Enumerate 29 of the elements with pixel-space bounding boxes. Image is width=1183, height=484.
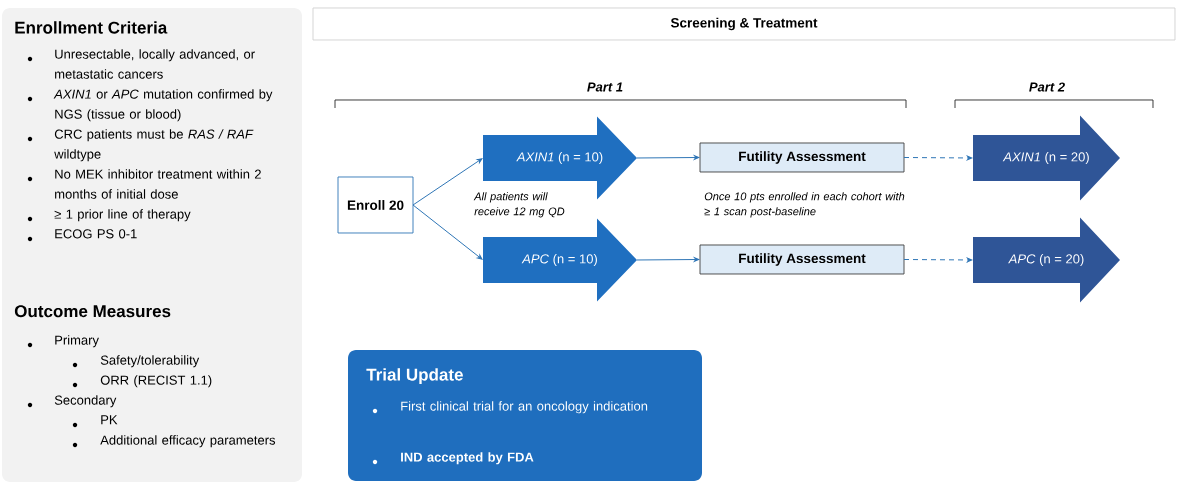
arrow bbox=[903, 155, 973, 161]
header-box: Screening & Treatment bbox=[312, 7, 1176, 41]
bullet-item: ≥ 1 prior line of therapy bbox=[27, 209, 191, 222]
bullet-item: First clinical trial for an oncology indication bbox=[372, 401, 648, 414]
bullet-item: Primary bbox=[27, 335, 99, 348]
note: Once 10 pts enrolled in each cohort with ≥ 1 scan post-baseline bbox=[704, 192, 905, 218]
arrow bbox=[412, 158, 483, 206]
bullet-item: ECOG PS 0-1 bbox=[27, 229, 137, 242]
part-label: Part 2 bbox=[1029, 82, 1065, 92]
bullet-item: CRC patients must be RAS / RAF wildtype bbox=[27, 129, 254, 162]
bullet-item: IND accepted by FDA bbox=[372, 452, 534, 465]
bullet-item: Safety/tolerability bbox=[72, 355, 200, 368]
bullet-item: Secondary bbox=[27, 395, 117, 408]
process-box: Futility Assessment bbox=[699, 244, 905, 275]
bullet-item: PK bbox=[72, 415, 118, 428]
heading: Enrollment Criteria bbox=[15, 21, 168, 34]
heading: Trial Update bbox=[366, 368, 463, 385]
arrow bbox=[636, 155, 700, 160]
bullet-item: ORR (RECIST 1.1) bbox=[72, 375, 212, 388]
bullet-item: No MEK inhibitor treatment within 2 months of initial dose bbox=[27, 169, 261, 199]
process-box: Enroll 20 bbox=[337, 176, 414, 234]
bullet-item: Additional efficacy parameters bbox=[72, 435, 276, 448]
arrow bbox=[903, 257, 973, 263]
process-box: Futility Assessment bbox=[699, 142, 905, 173]
bullet-item: AXIN1 or APC mutation confirmed by NGS (tissue or blood) bbox=[27, 89, 273, 122]
part-label: Part 1 bbox=[587, 82, 623, 92]
arrow bbox=[636, 257, 700, 262]
arrow bbox=[412, 204, 483, 260]
heading: Outcome Measures bbox=[14, 305, 171, 318]
